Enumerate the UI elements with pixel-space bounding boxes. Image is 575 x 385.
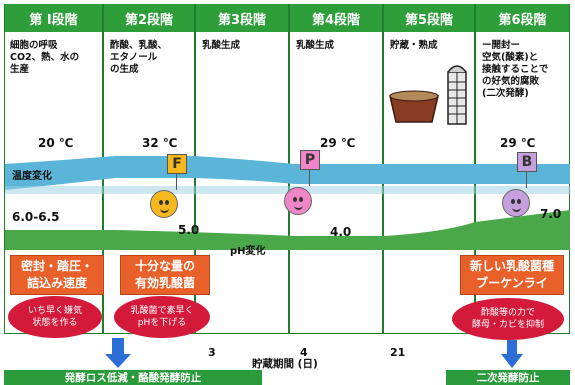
ph-axis-label: pH変化: [230, 246, 266, 257]
stage-2-header: 第2段階: [104, 4, 194, 32]
microbe-f-badge: F: [167, 154, 187, 174]
stage-3-desc: 乳酸生成: [202, 40, 241, 51]
callout-box-buchneri: 新しい乳酸菌種 ブーケンライ: [460, 255, 564, 295]
stage-1-desc: 細胞の呼吸 CO2、熱、水の 生産: [10, 40, 80, 75]
ph-stage-2: 5.0: [178, 223, 200, 237]
callout-ellipse-yeast-mold: 酢酸等の力で 酵母・カビを抑制: [452, 298, 564, 340]
microbe-b-badge: B: [517, 152, 537, 172]
bottom-bar-left: 発酵ロス低減・酪酸発酵防止: [4, 370, 262, 385]
stage-4-desc: 乳酸生成: [296, 40, 335, 51]
temp-stage-6: 29 ℃: [500, 136, 536, 150]
stage-6-header: 第6段階: [476, 4, 569, 32]
day-tick-4: 4: [300, 346, 308, 359]
stage-2-desc: 酢酸、乳酸、 エタノール の生成: [110, 40, 168, 75]
stage-5-header: 第5段階: [384, 4, 474, 32]
temperature-axis-label: 温度変化: [12, 171, 52, 182]
silo-illustration: [389, 65, 467, 125]
connector-line: [526, 172, 527, 188]
ph-stage-4: 4.0: [330, 225, 352, 239]
stage-3-header: 第3段階: [196, 4, 288, 32]
stage-4-header: 第4段階: [290, 4, 382, 32]
day-tick-21: 21: [390, 346, 406, 359]
connector-line: [309, 170, 310, 186]
microbe-p-face-icon: [284, 187, 312, 215]
day-tick-3: 3: [208, 346, 216, 359]
time-axis-label: 貯蔵期間 (日): [252, 358, 318, 370]
temp-stage-4: 29 ℃: [320, 136, 356, 150]
connector-line: [176, 174, 177, 190]
callout-ellipse-ph-drop: 乳酸菌で素早く pHを下げる: [114, 296, 210, 338]
ph-stage-6: 7.0: [540, 207, 562, 221]
down-arrow-icon: [105, 338, 131, 368]
down-arrow-icon: [501, 340, 523, 368]
stage-6-desc: ー開封ー 空気(酸素)と 接触することで の好気的腐敗 (二次発酵): [482, 40, 549, 99]
microbe-p-badge: P: [300, 150, 320, 170]
temp-stage-2: 32 ℃: [142, 136, 178, 150]
callout-box-lactic-bacteria: 十分な量の 有効乳酸菌: [120, 255, 210, 295]
stage-5-desc: 貯蔵・熟成: [390, 40, 438, 51]
ph-stage-1: 6.0-6.5: [12, 210, 60, 224]
microbe-b-face-icon: [502, 189, 530, 217]
callout-box-sealing: 密封・踏圧・ 詰込み速度: [10, 255, 104, 295]
callout-ellipse-anaerobic: いち早く嫌気 状態を作る: [8, 296, 102, 338]
temp-stage-1: 20 ℃: [38, 136, 74, 150]
microbe-f-face-icon: [150, 190, 178, 218]
bottom-bar-right: 二次発酵防止: [446, 370, 570, 385]
stage-1-header: 第 I段階: [5, 4, 102, 32]
